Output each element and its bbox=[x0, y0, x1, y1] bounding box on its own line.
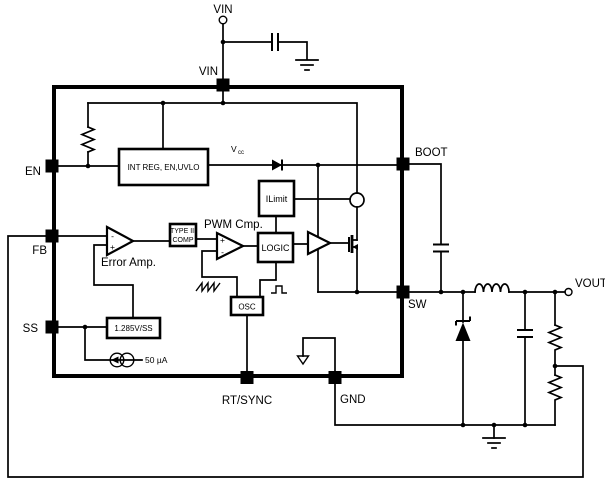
feedback-divider bbox=[546, 291, 564, 426]
internal-ground bbox=[296, 337, 336, 372]
pin-vin-label: VIN bbox=[199, 66, 218, 78]
current-source-icon2 bbox=[119, 352, 135, 368]
type3-comp-line2: COMP bbox=[173, 237, 194, 244]
pin-gnd-label: GND bbox=[340, 394, 366, 406]
boot-diode-icon bbox=[272, 159, 283, 171]
pin-gnd bbox=[328, 371, 342, 384]
ground-arrow-icon bbox=[296, 355, 310, 366]
input-capacitor-icon bbox=[271, 33, 279, 51]
pwm-cmp-label: PWM Cmp. bbox=[204, 219, 263, 231]
catch-diode-icon bbox=[455, 291, 471, 426]
feedback-resistor-top-icon bbox=[546, 323, 564, 376]
pin-fb bbox=[45, 229, 59, 243]
int-reg-label: INT REG, EN,UVLO bbox=[128, 163, 200, 172]
vin-terminal-label: VIN bbox=[213, 4, 232, 16]
output-ground-rail bbox=[334, 383, 556, 449]
current-arrow-icon bbox=[111, 356, 119, 364]
pwm-minus: - bbox=[221, 247, 224, 257]
ramp-input-wire bbox=[201, 250, 238, 298]
pwm-comparator: PWM Cmp. + - bbox=[204, 219, 263, 261]
ilimit-block: ILimit bbox=[257, 179, 296, 218]
output-inductor-icon bbox=[474, 283, 510, 293]
pin-rtsync-label: RT/SYNC bbox=[222, 395, 272, 407]
logic-label: LOGIC bbox=[261, 243, 290, 253]
input-cap-gnd-wire bbox=[278, 41, 308, 60]
type3-comp-line1: TYPE III bbox=[170, 228, 196, 235]
reference-block: 1.285V/SS bbox=[105, 316, 162, 340]
pin-ss bbox=[45, 320, 59, 334]
error-amp-plus: + bbox=[110, 242, 115, 252]
sawtooth-waveform-icon bbox=[195, 280, 221, 294]
vin-input-section: VIN bbox=[213, 4, 319, 79]
pin-ss-label: SS bbox=[23, 323, 39, 335]
vcc-label-sub: cc bbox=[238, 150, 244, 156]
error-amplifier: - + Error Amp. bbox=[101, 225, 156, 269]
current-source-icon bbox=[109, 352, 125, 368]
output-ground-icon bbox=[482, 437, 506, 449]
current-source-label: 50 µA bbox=[145, 355, 168, 365]
vout-terminal-group: VOUT bbox=[564, 278, 605, 297]
vout-terminal bbox=[564, 287, 573, 297]
gate-driver-icon bbox=[306, 230, 333, 256]
clock-wire bbox=[259, 261, 277, 298]
pwm-plus: + bbox=[220, 235, 225, 245]
softstart-current-source: 50 µA bbox=[84, 326, 168, 368]
vcc-label: V bbox=[231, 144, 237, 154]
int-reg-block: INT REG, EN,UVLO bbox=[117, 147, 210, 187]
ic-body: VIN EN FB SS RT/SYNC GND BOOT SW bbox=[23, 66, 448, 407]
osc-label: OSC bbox=[238, 303, 256, 312]
feedback-resistor-bottom-icon bbox=[546, 373, 564, 426]
vcc-line: V cc bbox=[207, 144, 398, 171]
pin-vin bbox=[216, 78, 230, 92]
pulse-waveform-icon bbox=[271, 285, 287, 294]
pwm-cmp-icon bbox=[215, 231, 246, 261]
type3-comp-block: TYPE III COMP bbox=[168, 222, 198, 248]
reference-label: 1.285V/SS bbox=[114, 324, 152, 333]
osc-block: OSC bbox=[229, 295, 265, 317]
pin-en-label: EN bbox=[25, 166, 41, 178]
error-amp-minus: - bbox=[111, 231, 114, 241]
reference-wire bbox=[93, 244, 134, 319]
pin-en bbox=[45, 159, 59, 173]
pin-sw-label: SW bbox=[408, 299, 427, 311]
pin-rtsync bbox=[240, 371, 254, 384]
boot-capacitor bbox=[409, 163, 449, 293]
error-amp-label: Error Amp. bbox=[101, 257, 156, 269]
junction-dots bbox=[82, 39, 558, 428]
logic-block: LOGIC bbox=[256, 231, 295, 264]
pin-fb-label: FB bbox=[32, 245, 47, 257]
ilimit-label: ILimit bbox=[266, 194, 288, 204]
input-ground-icon bbox=[295, 59, 319, 71]
vin-terminal bbox=[218, 15, 228, 25]
pin-boot bbox=[396, 157, 410, 171]
vout-terminal-label: VOUT bbox=[575, 278, 605, 290]
feedback-trace-wire bbox=[7, 235, 584, 478]
enable-resistor-icon bbox=[79, 102, 97, 167]
current-sense-icon bbox=[349, 192, 365, 208]
power-mosfet-icon bbox=[348, 206, 358, 293]
output-capacitor bbox=[517, 291, 533, 426]
pin-boot-label: BOOT bbox=[415, 147, 448, 159]
pin-sw bbox=[396, 285, 410, 299]
error-amp-icon bbox=[105, 225, 136, 257]
